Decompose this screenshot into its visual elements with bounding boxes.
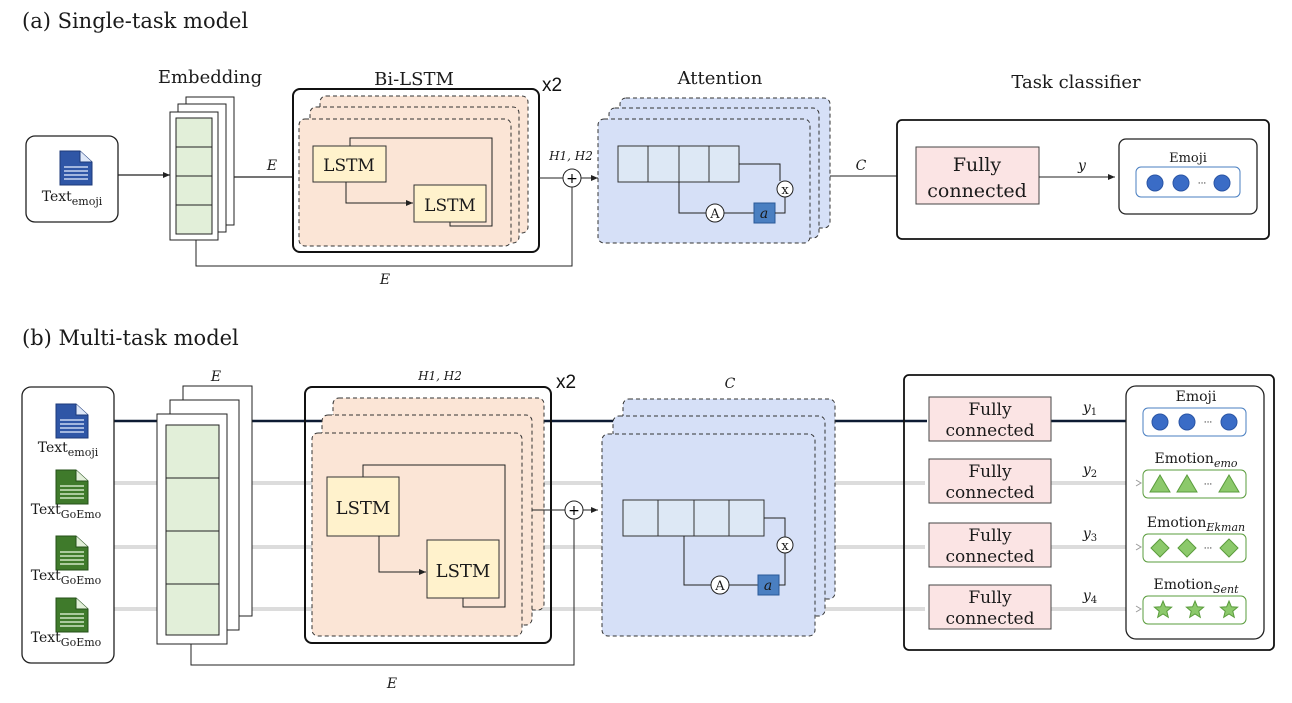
ellipsis: ···	[1204, 480, 1213, 490]
svg-text:LSTM: LSTM	[323, 156, 375, 176]
fc-label: connected	[945, 547, 1034, 567]
svg-text:x2: x2	[556, 372, 576, 393]
lstm-forward	[326, 476, 400, 537]
edge-H-label: H1, H2	[548, 149, 593, 163]
attention-block: x A a	[597, 97, 831, 244]
ekman-node	[1219, 538, 1239, 558]
output-label: Emotionemo	[1154, 451, 1237, 470]
svg-text:A: A	[709, 207, 720, 222]
bilstm-label: Bi-LSTM	[374, 69, 454, 90]
outputs-box	[1125, 385, 1265, 640]
inputs-box	[21, 386, 115, 664]
embedding-stack	[156, 385, 253, 645]
document-icon	[55, 403, 89, 439]
svg-text:A: A	[714, 579, 725, 594]
sentiment-node	[1219, 599, 1239, 619]
emoji-node	[1213, 174, 1231, 192]
svg-text:+: +	[566, 171, 578, 187]
fc-label: connected	[945, 609, 1034, 629]
ellipsis: ···	[1204, 418, 1213, 428]
emotion-node	[1149, 474, 1171, 493]
svg-text:a: a	[764, 578, 772, 594]
emotion-node	[1218, 474, 1240, 493]
svg-text:E: E	[386, 676, 397, 692]
embedding-stack	[169, 96, 235, 241]
emotion-node	[1176, 474, 1198, 493]
svg-text:a: a	[760, 206, 768, 222]
lstm-forward	[312, 145, 387, 183]
repeat-label: x2	[542, 75, 562, 96]
svg-text:LSTM: LSTM	[436, 561, 491, 582]
output-y-label: y2	[1082, 462, 1097, 480]
emoji-node	[1172, 174, 1190, 192]
document-icon	[55, 535, 89, 571]
emoji-node	[1220, 413, 1238, 431]
fully-connected-1	[928, 396, 1052, 442]
input-label-0: Textemoji	[38, 440, 99, 459]
output-label: EmotionSent	[1153, 577, 1239, 596]
ellipsis: ···	[1204, 544, 1213, 554]
input-label-2: TextGoEmo	[31, 568, 102, 587]
output-y-label: y4	[1082, 588, 1097, 606]
svg-text:LSTM: LSTM	[336, 498, 391, 519]
single-task-title: (a) Single-task model	[22, 9, 248, 33]
fc-label: Fully	[968, 400, 1012, 420]
input-label: Textemoji	[42, 189, 103, 208]
single-task-panel: (a) Single-task model Embedding Bi-LSTM …	[22, 9, 1270, 288]
fc-label: Fully	[968, 588, 1012, 608]
svg-text:connected: connected	[927, 180, 1026, 202]
sentiment-node	[1153, 599, 1173, 619]
svg-text:x: x	[781, 183, 789, 198]
output-y-label: y3	[1082, 526, 1097, 544]
ekman-node	[1177, 538, 1197, 558]
lstm-backward	[426, 539, 500, 599]
svg-text:LSTM: LSTM	[424, 196, 476, 216]
ekman-node	[1150, 538, 1170, 558]
svg-text:Fully: Fully	[953, 154, 1002, 176]
output-label: EmotionEkman	[1147, 515, 1245, 534]
residual-edge	[195, 187, 573, 267]
lstm-backward	[413, 184, 487, 223]
svg-text:Emoji: Emoji	[1169, 151, 1207, 166]
fully-connected-4	[928, 584, 1052, 630]
input-label-1: TextGoEmo	[31, 502, 102, 521]
document-icon	[55, 597, 89, 633]
emoji-node	[1151, 413, 1169, 431]
document-icon	[55, 469, 89, 505]
bilstm-block	[304, 386, 552, 644]
svg-text:x: x	[781, 539, 789, 554]
fc-label: connected	[945, 483, 1034, 503]
edge-E-label: E	[266, 158, 277, 174]
input-label-3: TextGoEmo	[31, 630, 102, 649]
fully-connected-2	[928, 458, 1052, 504]
svg-text:+: +	[568, 503, 580, 519]
svg-text:C: C	[725, 376, 736, 392]
classifier-block	[903, 374, 1275, 651]
fully-connected	[915, 146, 1040, 205]
svg-text:···: ···	[1198, 179, 1207, 189]
svg-text:H1, H2: H1, H2	[417, 369, 462, 383]
multi-task-panel: (b) Multi-task model Textemoj	[21, 326, 1275, 692]
svg-text:y: y	[1077, 158, 1087, 174]
embedding-label: Embedding	[158, 67, 262, 88]
fc-label: Fully	[968, 462, 1012, 482]
emoji-node	[1146, 174, 1164, 192]
fc-label: connected	[945, 421, 1034, 441]
fc-label: Fully	[968, 526, 1012, 546]
multi-task-title: (b) Multi-task model	[22, 326, 239, 350]
attention-label: Attention	[677, 68, 763, 89]
emoji-node	[1178, 413, 1196, 431]
fully-connected-3	[928, 522, 1052, 568]
task-classifier-label: Task classifier	[1011, 72, 1141, 93]
output-y-label: y1	[1082, 400, 1097, 418]
output-label: Emoji	[1176, 389, 1217, 405]
document-icon	[59, 150, 93, 186]
svg-text:C: C	[856, 158, 867, 174]
sentiment-node	[1185, 599, 1205, 619]
svg-text:E: E	[210, 369, 221, 385]
attention-block: x A a	[601, 398, 836, 637]
residual-edge	[190, 519, 575, 666]
svg-text:E: E	[379, 272, 390, 288]
